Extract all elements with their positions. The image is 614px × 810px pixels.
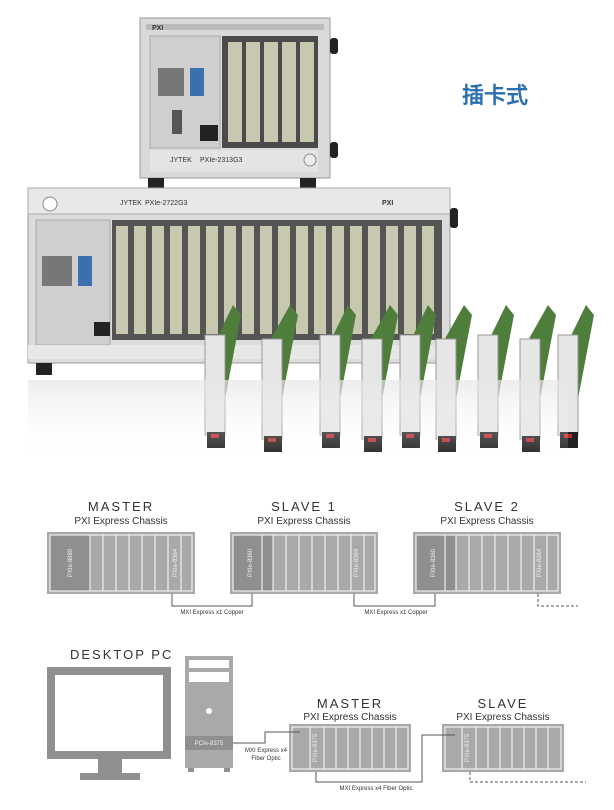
row2-master-title: MASTER [317, 696, 383, 711]
row1-master-title: MASTER [88, 499, 154, 514]
row1-slave2-right-card: PXIe-8364 [537, 548, 543, 577]
row2-pc-card: PCIe-8375 [195, 741, 224, 747]
small-chassis-brand: JYTEK [170, 157, 192, 164]
chassis-slot [278, 226, 290, 334]
row1-link2-label: MXI Express x1 Copper [364, 610, 427, 616]
row1-slave1-title: SLAVE 1 [271, 499, 337, 514]
large-chassis-model: PXIe-2722G3 [145, 200, 188, 207]
row2-pc-title: DESKTOP PC [70, 647, 173, 662]
row1-slave2-title: SLAVE 2 [454, 499, 520, 514]
row2-master-chassis: PXIe-8375 [289, 724, 411, 772]
chassis-slot [152, 226, 164, 334]
row2-slave-title: SLAVE [478, 696, 529, 711]
row2-slave-subtitle: PXI Express Chassis [456, 712, 549, 723]
row2-fiber-label-line2: Fiber Optic [251, 756, 280, 762]
form-factor-label: 插卡式 [462, 84, 528, 109]
row1-master-left-card: PXIe-8880 [68, 548, 74, 577]
chassis-slot [422, 226, 434, 334]
small-chassis: JYTEK PXIe-2313G3 PXI [139, 17, 338, 190]
row2-slave-chassis: PXIe-8375 [442, 724, 564, 772]
chassis-slot [242, 226, 254, 334]
row1-master-chassis: PXIe-8880 PXIe-8364 [47, 532, 195, 594]
chassis-slot [188, 226, 200, 334]
row2-bottom-link-label: MXI Express x4 Fiber Optic [339, 786, 412, 792]
row1-slave1-chassis: PXIe-8360 PXIe-8364 [230, 532, 378, 594]
hardware-illustration: JYTEK PXIe-2313G3 PXI 插卡式 JYTEK PXIe-272… [27, 17, 594, 460]
row1-slave1-right-card: PXIe-8364 [354, 548, 360, 577]
row1-master-right-card: PXIe-8364 [173, 548, 179, 577]
chassis-slot [332, 226, 344, 334]
chassis-slot [404, 226, 416, 334]
row2-slave-card: PXIe-8375 [465, 733, 471, 762]
chassis-slot [206, 226, 218, 334]
small-chassis-badge: PXI [152, 25, 163, 32]
row1-wires [171, 594, 578, 607]
monitor-icon [47, 667, 171, 780]
row2-fiber-label-line1: MXI Express x4 [245, 748, 288, 754]
large-chassis-brand: JYTEK [120, 200, 142, 207]
row2-master-subtitle: PXI Express Chassis [303, 712, 396, 723]
chassis-slot [368, 226, 380, 334]
row1-diagram: MASTER PXI Express Chassis SLAVE 1 PXI E… [47, 499, 578, 616]
row1-master-subtitle: PXI Express Chassis [74, 516, 167, 527]
row1-slave1-subtitle: PXI Express Chassis [257, 516, 350, 527]
chassis-slot [350, 226, 362, 334]
row2-wires [233, 731, 586, 783]
chassis-slot [170, 226, 182, 334]
small-chassis-model: PXIe-2313G3 [200, 157, 243, 164]
row1-slave2-left-card: PXIe-8360 [431, 548, 437, 577]
row2-diagram: DESKTOP PC PCIe-8375 MASTER PXI Express … [47, 647, 586, 792]
chassis-slot [116, 226, 128, 334]
row2-master-card: PXIe-8375 [313, 733, 319, 762]
desktop-tower-icon: PCIe-8375 [185, 656, 233, 772]
row1-slave2-subtitle: PXI Express Chassis [440, 516, 533, 527]
large-chassis: JYTEK PXIe-2722G3 PXI [27, 187, 458, 375]
chassis-slot [296, 226, 308, 334]
row1-link1-label: MXI Express x1 Copper [180, 610, 243, 616]
large-chassis-badge: PXI [382, 200, 393, 207]
chassis-slot [314, 226, 326, 334]
row1-slave1-left-card: PXIe-8360 [248, 548, 254, 577]
chassis-slot [260, 226, 272, 334]
chassis-slot [134, 226, 146, 334]
row1-slave2-chassis: PXIe-8360 PXIe-8364 [413, 532, 561, 594]
